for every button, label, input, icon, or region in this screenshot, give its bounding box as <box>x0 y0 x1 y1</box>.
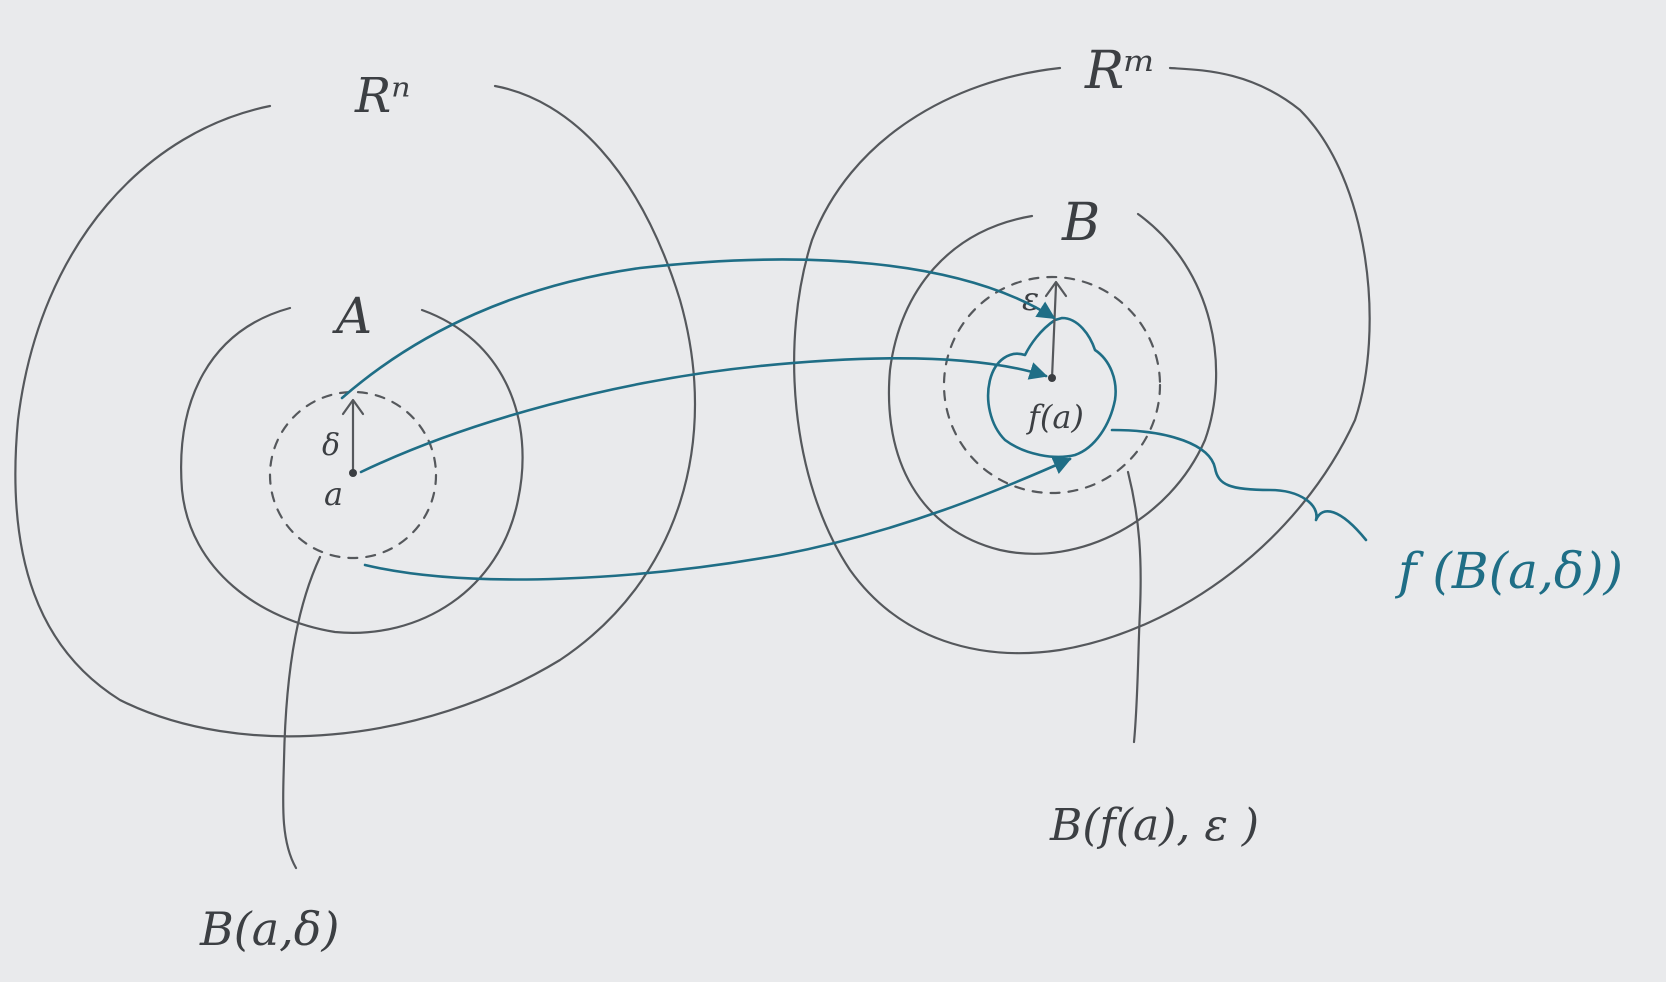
domain-space-boundary <box>14 84 697 738</box>
image-of-ball-region <box>986 316 1117 459</box>
ball-epsilon-label: B(f(a), ε ) <box>1049 800 1259 851</box>
map-arrow-top <box>340 258 1056 400</box>
image-of-ball-pointer <box>1110 428 1368 542</box>
point-a <box>349 469 357 477</box>
epsilon-radius <box>1050 283 1058 380</box>
epsilon-radius-arrowhead <box>1044 280 1068 298</box>
set-b-label: B <box>1061 193 1100 253</box>
map-arrow-middle <box>359 356 1048 474</box>
ball-epsilon-pointer <box>1126 470 1142 744</box>
ball-delta-label: B(a,δ) <box>199 902 339 956</box>
set-a-label: A <box>332 287 372 345</box>
image-point <box>1048 374 1056 382</box>
image-point-label: f(a) <box>1026 398 1084 436</box>
delta-radius-arrowhead <box>341 398 365 416</box>
ball-epsilon-boundary <box>942 275 1162 495</box>
codomain-space-boundary <box>793 66 1371 655</box>
ball-delta-boundary <box>268 390 438 560</box>
epsilon-label: ε <box>1022 280 1039 318</box>
set-a-boundary <box>180 306 524 634</box>
map-arrow-bottom <box>363 457 1072 581</box>
set-b-boundary <box>887 212 1218 555</box>
image-of-ball-label: f (B(a,δ)) <box>1394 542 1623 600</box>
domain-space-label: Rⁿ <box>354 68 411 124</box>
codomain-space-label: Rᵐ <box>1084 41 1156 101</box>
delta-label: δ <box>322 428 340 463</box>
ball-delta-pointer <box>282 555 322 870</box>
point-a-label: a <box>324 475 343 513</box>
